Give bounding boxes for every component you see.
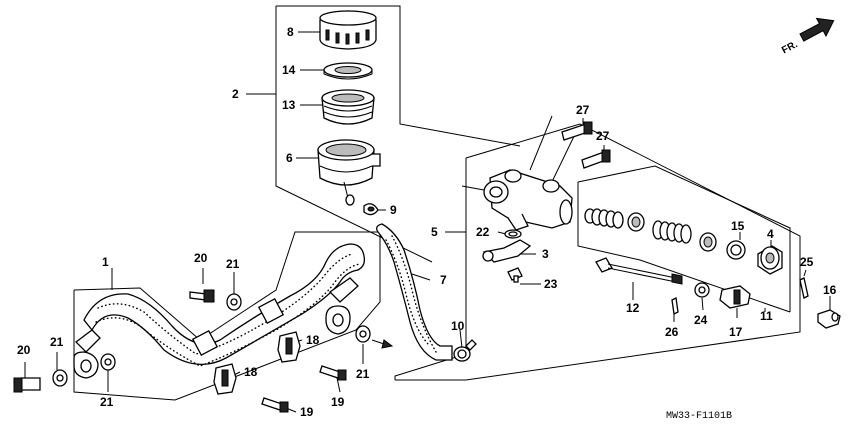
reservoir-hose-7 <box>376 223 453 361</box>
callout-2: 2 <box>232 87 239 101</box>
direction-label: FR. <box>780 39 800 56</box>
bolt-20a <box>189 289 215 303</box>
reservoir-cap-8 <box>319 10 377 50</box>
callout-19b: 19 <box>300 405 314 419</box>
callout-25: 25 <box>800 255 814 269</box>
callout-20a: 20 <box>194 251 208 265</box>
callout-3: 3 <box>542 247 549 261</box>
piston-spring <box>584 208 624 229</box>
callout-14: 14 <box>282 63 296 77</box>
callout-4: 4 <box>767 227 774 241</box>
callout-10: 10 <box>451 319 465 333</box>
leader-lines <box>24 31 831 413</box>
callout-5: 5 <box>431 225 438 239</box>
piston <box>652 220 692 244</box>
hose-clip-9 <box>363 203 379 216</box>
bolt-19a <box>319 365 347 381</box>
bolt-27b <box>581 149 611 169</box>
callout-15: 15 <box>731 219 745 233</box>
washer-21a <box>226 293 242 311</box>
piston-cup <box>627 212 645 232</box>
nut-24 <box>694 282 710 298</box>
callout-27a: 27 <box>576 103 590 117</box>
washer-21b <box>355 325 371 343</box>
callout-labels: 1 2 3 4 5 6 7 8 9 10 11 12 13 14 15 16 1… <box>17 25 837 419</box>
circlip-15 <box>726 240 746 260</box>
callout-7: 7 <box>440 273 447 287</box>
washer-21c <box>52 369 68 387</box>
hose-fitting-right <box>325 277 359 335</box>
pin-16 <box>817 309 841 329</box>
pin-26 <box>671 297 679 315</box>
callout-13: 13 <box>282 98 296 112</box>
secondary-cup <box>699 232 717 252</box>
forward-arrow-icon <box>799 17 835 42</box>
cotter-pin-25 <box>799 277 809 299</box>
reservoir-6 <box>317 139 381 206</box>
hose-sleeve-b <box>257 297 285 325</box>
brake-hose-1 <box>83 243 366 367</box>
o-ring-22 <box>504 229 522 239</box>
bolt-20b <box>13 377 41 393</box>
callout-6: 6 <box>286 151 293 165</box>
bolt-19b <box>261 397 289 413</box>
boot-4 <box>757 245 783 275</box>
callout-27b: 27 <box>596 129 610 143</box>
direction-indicator: FR. <box>780 17 835 56</box>
hose-clamp-18a <box>277 331 301 363</box>
callout-24: 24 <box>694 313 708 327</box>
callout-22: 22 <box>476 225 490 239</box>
callout-19a: 19 <box>331 395 345 409</box>
callout-21d: 21 <box>100 395 114 409</box>
callout-11: 11 <box>760 309 773 323</box>
callout-26: 26 <box>665 325 679 339</box>
hose-clamp-18b <box>213 363 237 395</box>
callout-1: 1 <box>102 255 109 269</box>
screw-23 <box>507 267 523 283</box>
hose-sleeve-a <box>191 329 219 357</box>
callout-20b: 20 <box>17 343 31 357</box>
hose-clamp-10 <box>453 339 477 362</box>
callout-18a: 18 <box>306 333 320 347</box>
callout-16: 16 <box>823 283 837 297</box>
callout-17: 17 <box>729 325 743 339</box>
hose-banjo-left <box>73 329 101 379</box>
callout-21b: 21 <box>356 367 370 381</box>
push-rod-12 <box>595 257 683 285</box>
bolt-27a <box>561 121 593 141</box>
callout-12: 12 <box>626 301 640 315</box>
hose-joint-3 <box>482 239 532 263</box>
callout-18b: 18 <box>244 365 258 379</box>
washer-21d <box>100 353 116 371</box>
callout-23: 23 <box>544 277 558 291</box>
diaphragm-13 <box>321 89 375 125</box>
callout-21c: 21 <box>50 335 64 349</box>
diaphragm-plate-14 <box>323 62 373 80</box>
rod-joint-17 <box>719 285 751 309</box>
callout-8: 8 <box>287 25 294 39</box>
master-cylinder-5 <box>461 169 573 231</box>
callout-9: 9 <box>390 203 397 217</box>
routing-arrow <box>371 339 394 349</box>
diagram-code: MW33-F1101B <box>666 411 732 422</box>
callout-21a: 21 <box>226 257 240 271</box>
